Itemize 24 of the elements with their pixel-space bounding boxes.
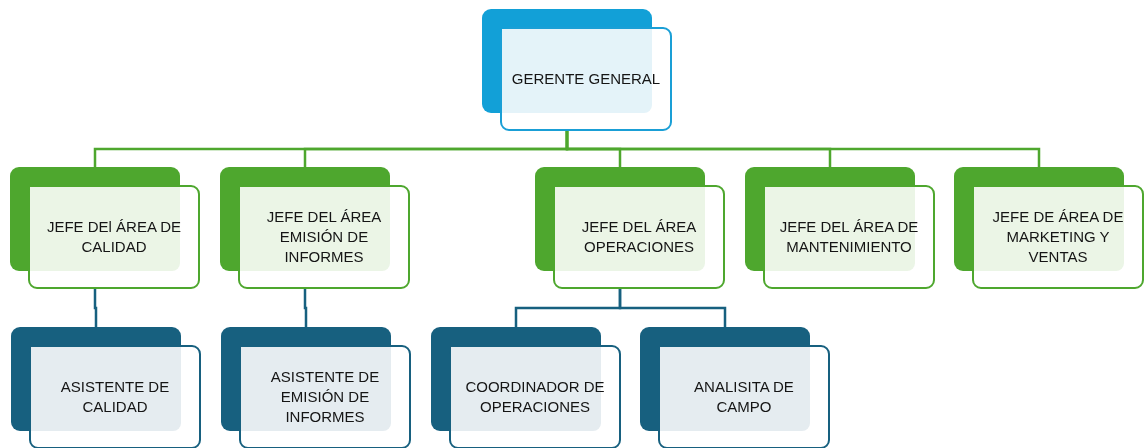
node-label: GERENTE GENERAL bbox=[511, 69, 661, 89]
org-card bbox=[220, 167, 410, 289]
org-card bbox=[482, 9, 672, 131]
node-label: ASISTENTE DE CALIDAD bbox=[59, 377, 171, 417]
node-label: JEFE DEL ÁREA EMISIÓN DE INFORMES bbox=[265, 207, 383, 267]
node-label: ASISTENTE DE EMISIÓN DE INFORMES bbox=[269, 367, 381, 427]
org-card bbox=[10, 167, 200, 289]
org-card bbox=[535, 167, 725, 289]
connector-line bbox=[618, 289, 727, 327]
node-label: JEFE DEL ÁREA DE MANTENIMIENTO bbox=[778, 217, 920, 257]
node-label: JEFE DEL ÁREA OPERACIONES bbox=[580, 217, 698, 257]
org-card bbox=[11, 327, 201, 448]
connector-line bbox=[303, 289, 308, 327]
connector-line bbox=[93, 289, 98, 327]
org-card bbox=[431, 327, 621, 448]
node-label: COORDINADOR DE OPERACIONES bbox=[464, 377, 606, 417]
node-label: JEFE DEl ÁREA DE CALIDAD bbox=[45, 217, 183, 257]
org-card bbox=[954, 167, 1144, 289]
org-card bbox=[221, 327, 411, 448]
connector-line bbox=[565, 131, 1041, 167]
org-card bbox=[640, 327, 830, 448]
node-label: ANALISITA DE CAMPO bbox=[693, 377, 795, 417]
org-card bbox=[745, 167, 935, 289]
node-label: JEFE DE ÁREA DE MARKETING Y VENTAS bbox=[991, 207, 1125, 267]
